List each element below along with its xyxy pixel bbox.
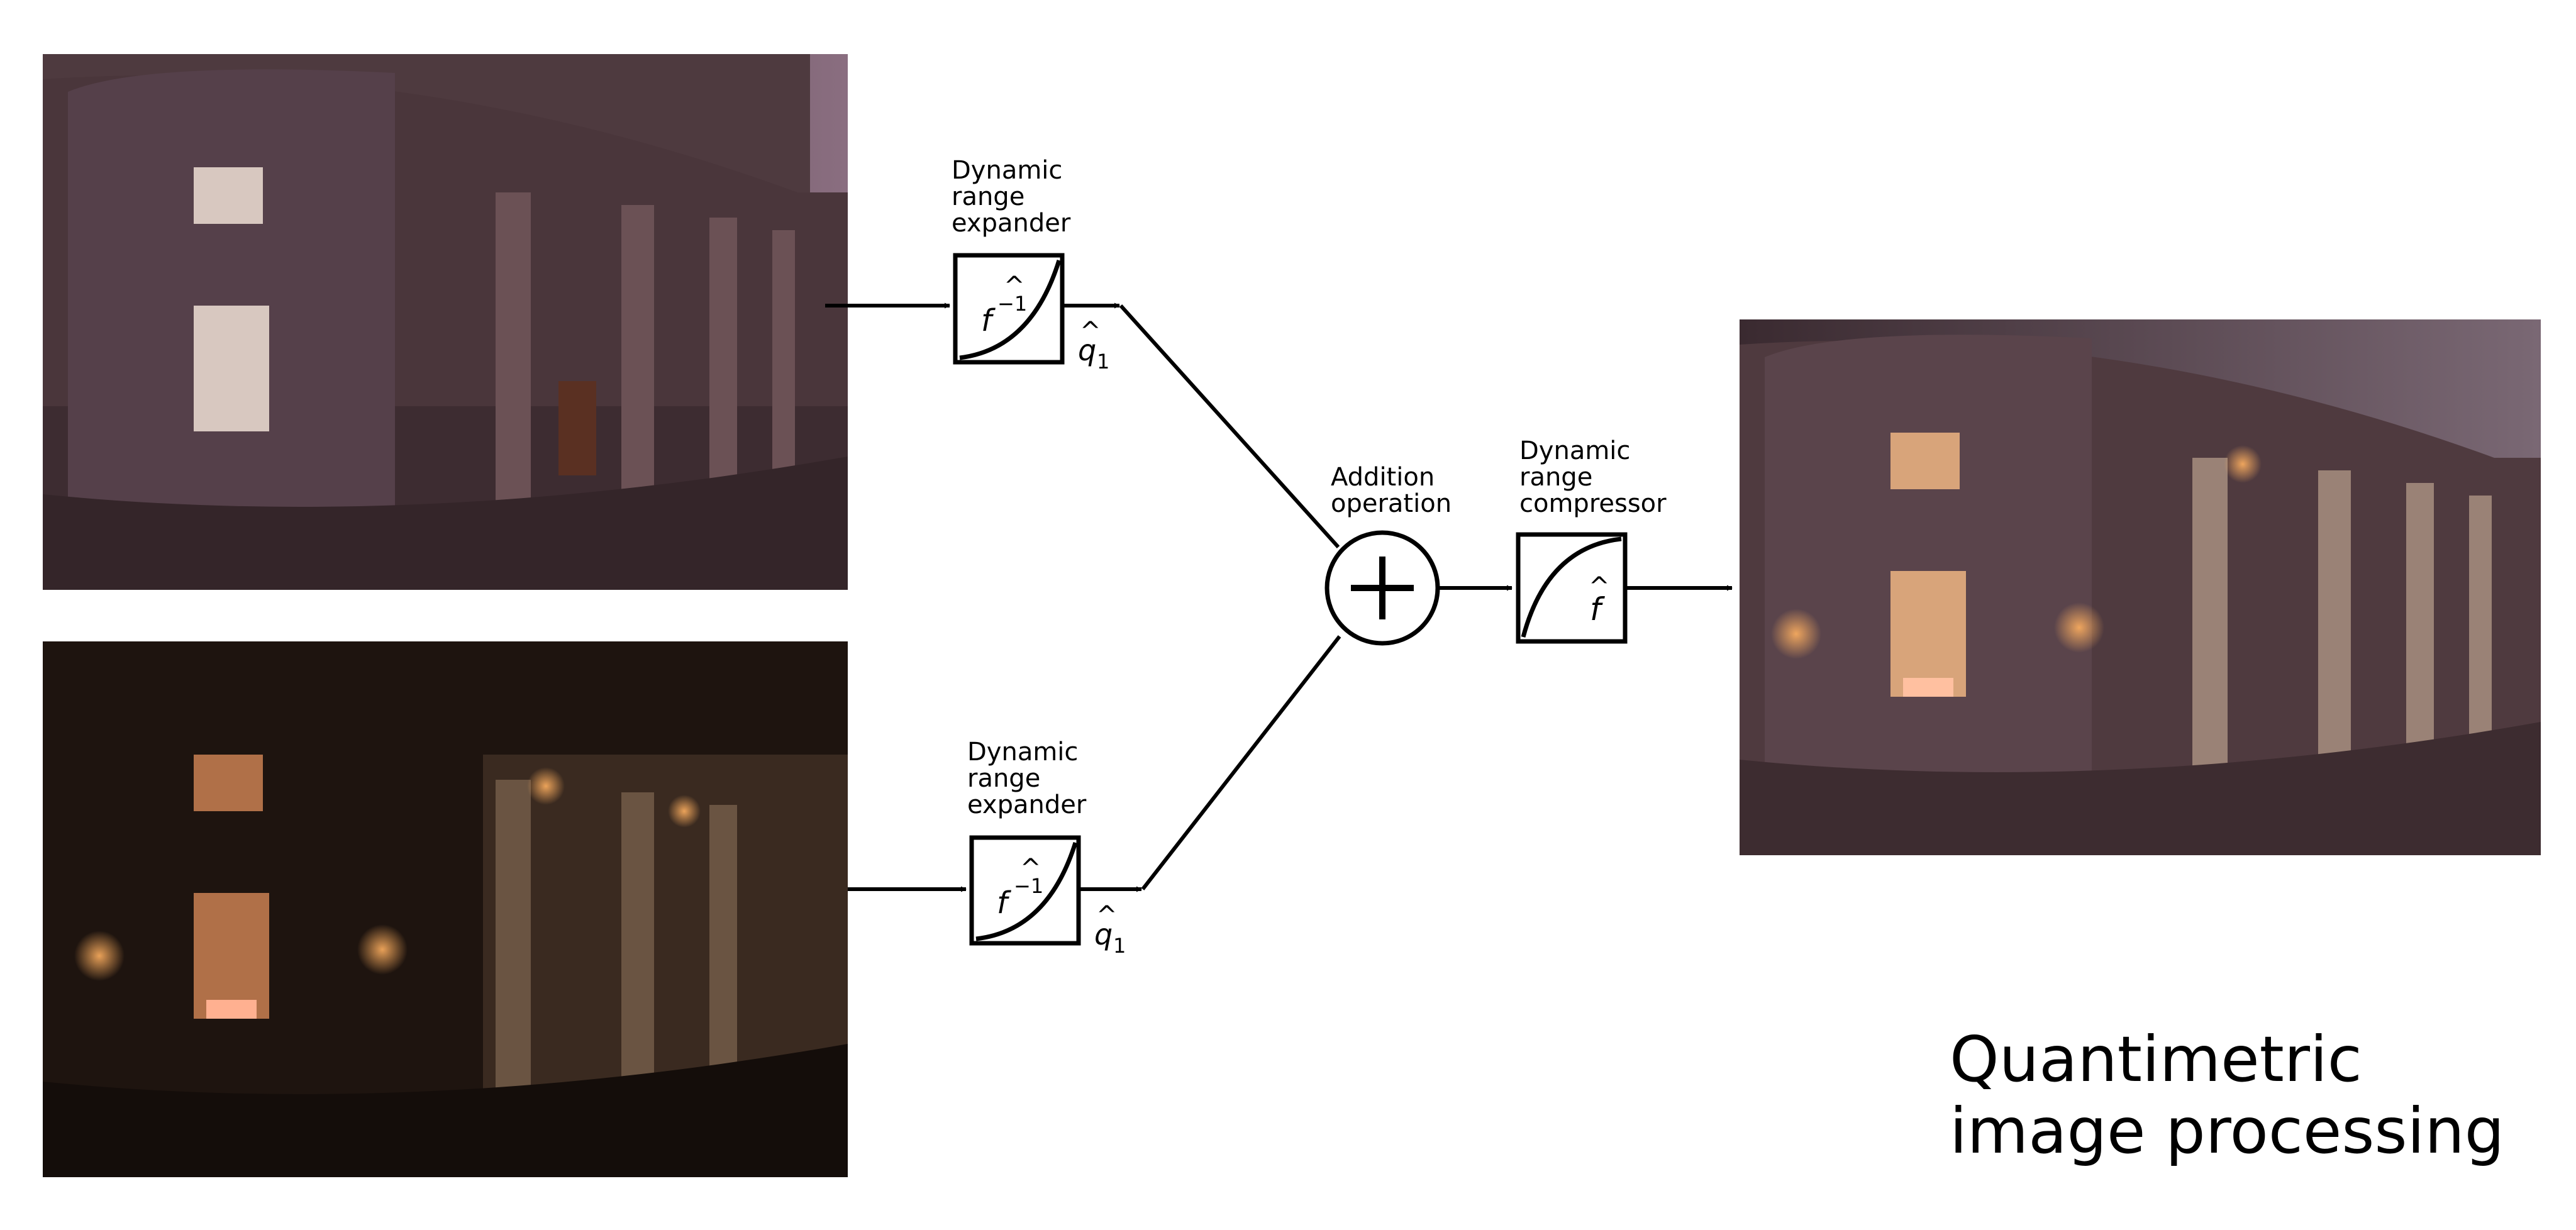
label-addition: Addition operation [1331, 464, 1452, 517]
expander-block-top: f −1 ^ [955, 255, 1062, 362]
label-expander-top: Dynamic range expander [952, 157, 1070, 236]
expander-top-hat-icon: ^ [1004, 272, 1025, 301]
addition-node [1327, 533, 1438, 643]
qhat-top: q 1 ^ [1078, 317, 1109, 374]
svg-text:^: ^ [1080, 317, 1101, 346]
svg-text:^: ^ [1096, 901, 1118, 930]
qhat-bottom: q 1 ^ [1094, 901, 1126, 958]
expander-bottom-hat-icon: ^ [1020, 854, 1041, 883]
line-bottom-to-adder [1143, 636, 1340, 889]
compressor-hat-icon: ^ [1589, 572, 1610, 601]
line-top-to-adder [1121, 306, 1338, 547]
expander-block-bottom: f −1 ^ [972, 838, 1079, 943]
svg-text:1: 1 [1097, 350, 1109, 374]
label-compressor: Dynamic range compressor [1519, 438, 1667, 517]
compressor-block: f ^ [1518, 535, 1625, 641]
page-title: Quantimetric image processing [1950, 1024, 2504, 1167]
svg-text:1: 1 [1113, 934, 1126, 958]
label-expander-bottom: Dynamic range expander [967, 739, 1086, 818]
